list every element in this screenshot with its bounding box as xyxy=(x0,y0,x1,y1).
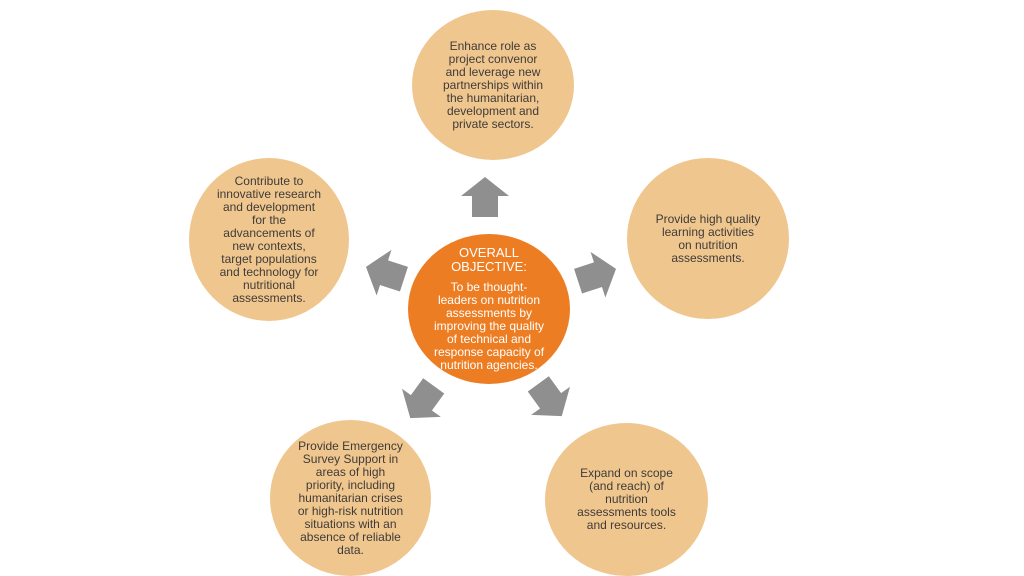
node-text-left: Contribute to innovative research and de… xyxy=(216,173,322,305)
arrow-upper-left-icon xyxy=(365,249,409,296)
arrow-lower-left-shape xyxy=(401,378,445,419)
node-text-bottom-right: Expand on scope (and reach) of nutrition… xyxy=(577,466,676,532)
node-circle-right: Provide high quality learning activities… xyxy=(627,158,789,319)
arrow-upper-right-icon xyxy=(573,251,617,298)
node-text-top: Enhance role as project convenor and lev… xyxy=(442,38,544,131)
node-circle-bottom-left: Provide Emergency Survey Support in area… xyxy=(270,420,431,576)
arrow-lower-right-shape xyxy=(527,376,571,417)
arrow-up-icon xyxy=(461,177,509,217)
arrow-lower-right-icon xyxy=(527,376,571,417)
node-circle-left: Contribute to innovative research and de… xyxy=(189,158,349,321)
arrow-lower-left-icon xyxy=(401,378,445,419)
center-objective-body: To be thought- leaders on nutrition asse… xyxy=(433,280,545,372)
node-circle-top: Enhance role as project convenor and lev… xyxy=(412,10,574,160)
arrow-upper-left-shape xyxy=(365,249,409,296)
node-text-bottom-left: Provide Emergency Survey Support in area… xyxy=(297,438,404,557)
arrow-up-shape xyxy=(461,177,509,217)
arrow-upper-right-shape xyxy=(573,251,617,298)
node-text-right: Provide high quality learning activities… xyxy=(655,211,761,265)
center-objective-heading: OVERALL OBJECTIVE: xyxy=(451,245,527,274)
node-circle-bottom-right: Expand on scope (and reach) of nutrition… xyxy=(545,423,708,576)
center-objective-circle: OVERALL OBJECTIVE: To be thought- leader… xyxy=(408,234,570,384)
